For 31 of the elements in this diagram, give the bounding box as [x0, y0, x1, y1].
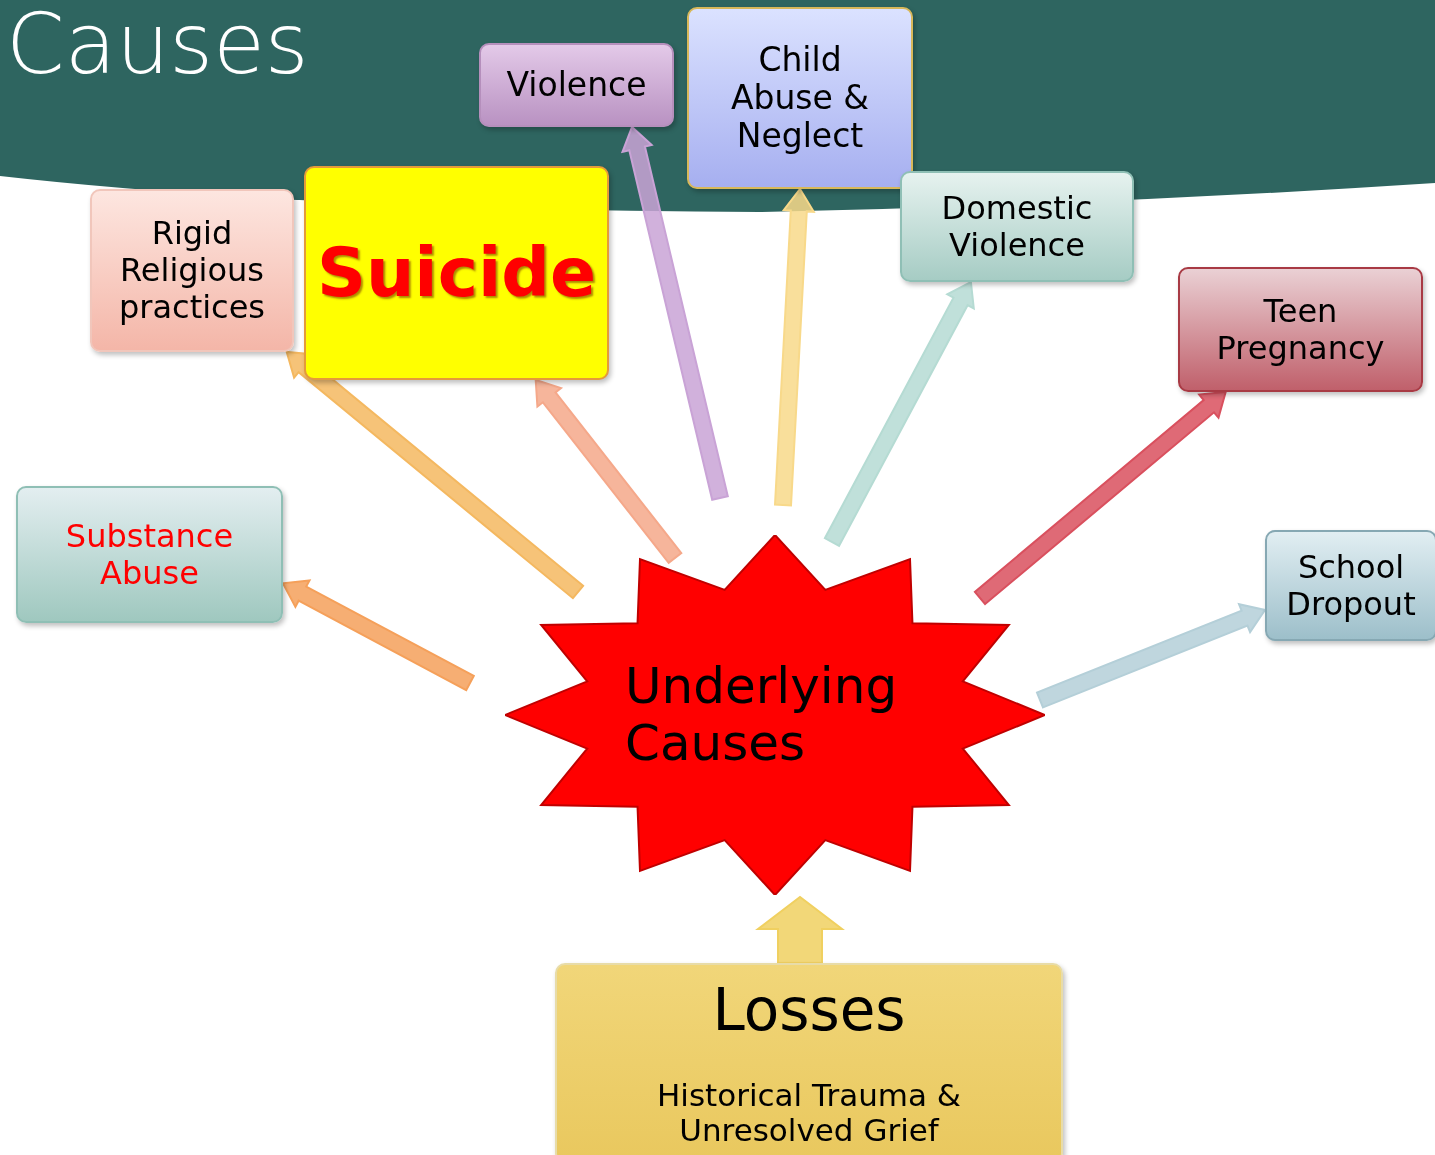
cause-box: [555, 963, 1063, 1155]
block-arrow: [773, 187, 816, 507]
slide-title: Causes: [6, 0, 309, 89]
block-arrow: [1035, 602, 1267, 709]
cause-box: [90, 189, 294, 352]
cause-box: [304, 166, 609, 380]
box-label: Domestic Violence: [940, 189, 1094, 264]
block-arrow: [973, 390, 1228, 606]
block-arrow: [620, 125, 729, 501]
cause-box: [479, 43, 674, 127]
block-arrow: [755, 895, 845, 964]
cause-box: [687, 7, 913, 189]
cause-box: [900, 171, 1134, 282]
box-label: Teen Pregnancy: [1215, 292, 1386, 367]
starburst: [505, 535, 1045, 895]
block-arrow: [281, 579, 476, 692]
block-arrow: [285, 350, 585, 600]
box-label: Violence: [506, 66, 647, 104]
box-label: Suicide: [316, 233, 597, 313]
cause-box: [1178, 267, 1423, 392]
box-label: Substance Abuse: [64, 517, 235, 592]
box-label: Losses: [712, 977, 906, 1044]
box-label: School Dropout: [1285, 548, 1417, 623]
block-arrow: [534, 378, 683, 565]
block-arrow: [823, 280, 975, 548]
box-label: Underlying Causes: [625, 657, 899, 773]
cause-box: [1265, 530, 1435, 641]
box-label: Rigid Religious practices: [117, 215, 267, 326]
box-subtext: Historical Trauma & Unresolved Grief: [655, 1077, 963, 1149]
cause-box: [16, 486, 283, 623]
box-label: Child Abuse & Neglect: [729, 41, 871, 155]
